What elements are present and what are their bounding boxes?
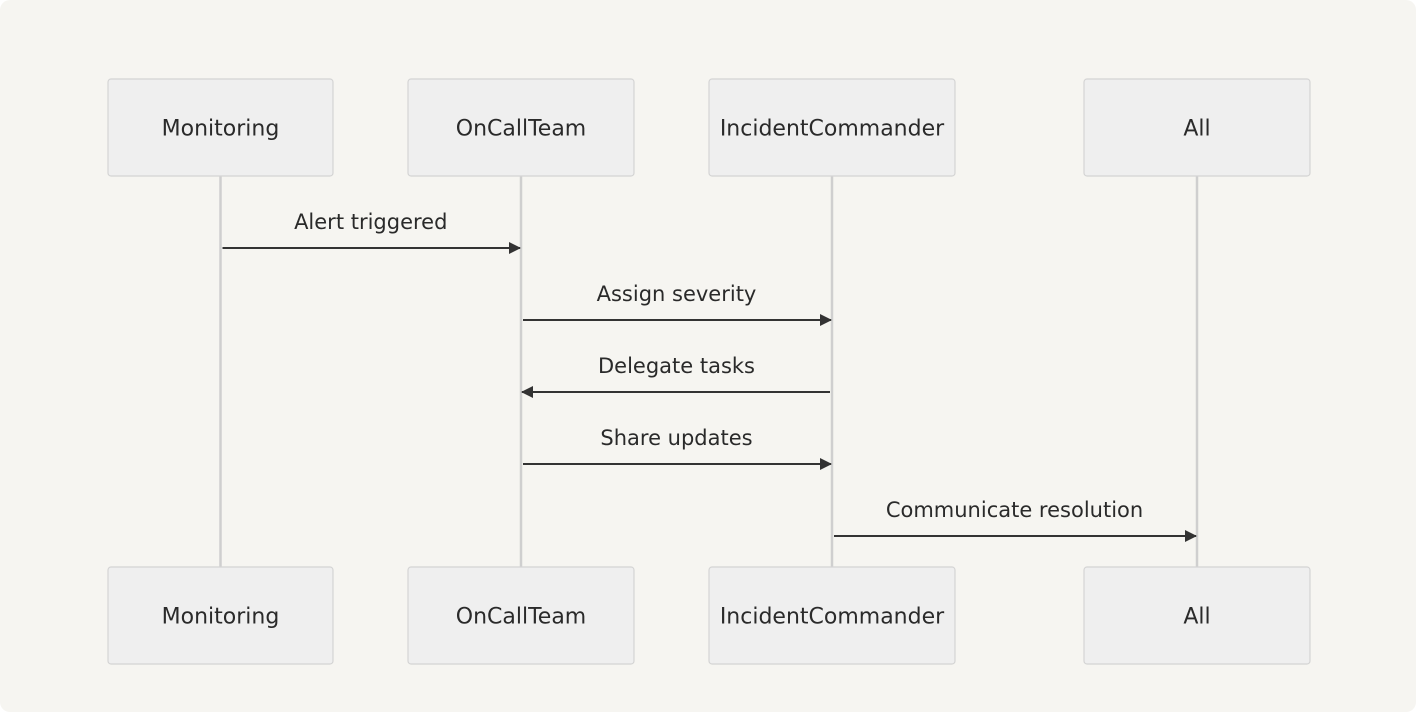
actor-box	[1083, 566, 1311, 665]
actor-box	[107, 78, 334, 177]
actor-ic-top: IncidentCommander	[708, 78, 956, 177]
message-label: Alert triggered	[294, 210, 447, 234]
message-3: Delegate tasks	[521, 354, 830, 398]
actor-label: All	[1183, 605, 1210, 630]
actor-label: IncidentCommander	[720, 117, 945, 142]
message-4: Share updates	[523, 426, 832, 470]
actor-box	[407, 78, 635, 177]
actor-box	[407, 566, 635, 665]
actor-label: OnCallTeam	[456, 605, 586, 630]
actor-label: IncidentCommander	[720, 605, 945, 630]
actor-monitoring-top: Monitoring	[107, 78, 334, 177]
message-5: Communicate resolution	[834, 498, 1197, 542]
actor-box	[107, 566, 334, 665]
actor-oncall-top: OnCallTeam	[407, 78, 635, 177]
actor-label: Monitoring	[162, 117, 280, 142]
actor-label: Monitoring	[162, 605, 280, 630]
actor-label: All	[1183, 117, 1210, 142]
message-2: Assign severity	[523, 282, 832, 326]
message-label: Share updates	[600, 426, 752, 450]
actor-box	[1083, 78, 1311, 177]
actor-label: OnCallTeam	[456, 117, 586, 142]
actor-ic-bottom: IncidentCommander	[708, 566, 956, 665]
actor-box	[708, 566, 956, 665]
actor-box	[708, 78, 956, 177]
message-1: Alert triggered	[222, 210, 521, 254]
actor-oncall-bottom: OnCallTeam	[407, 566, 635, 665]
message-label: Delegate tasks	[598, 354, 755, 378]
message-label: Assign severity	[597, 282, 757, 306]
actor-monitoring-bottom: Monitoring	[107, 566, 334, 665]
message-label: Communicate resolution	[886, 498, 1143, 522]
actor-all-top: All	[1083, 78, 1311, 177]
actor-all-bottom: All	[1083, 566, 1311, 665]
